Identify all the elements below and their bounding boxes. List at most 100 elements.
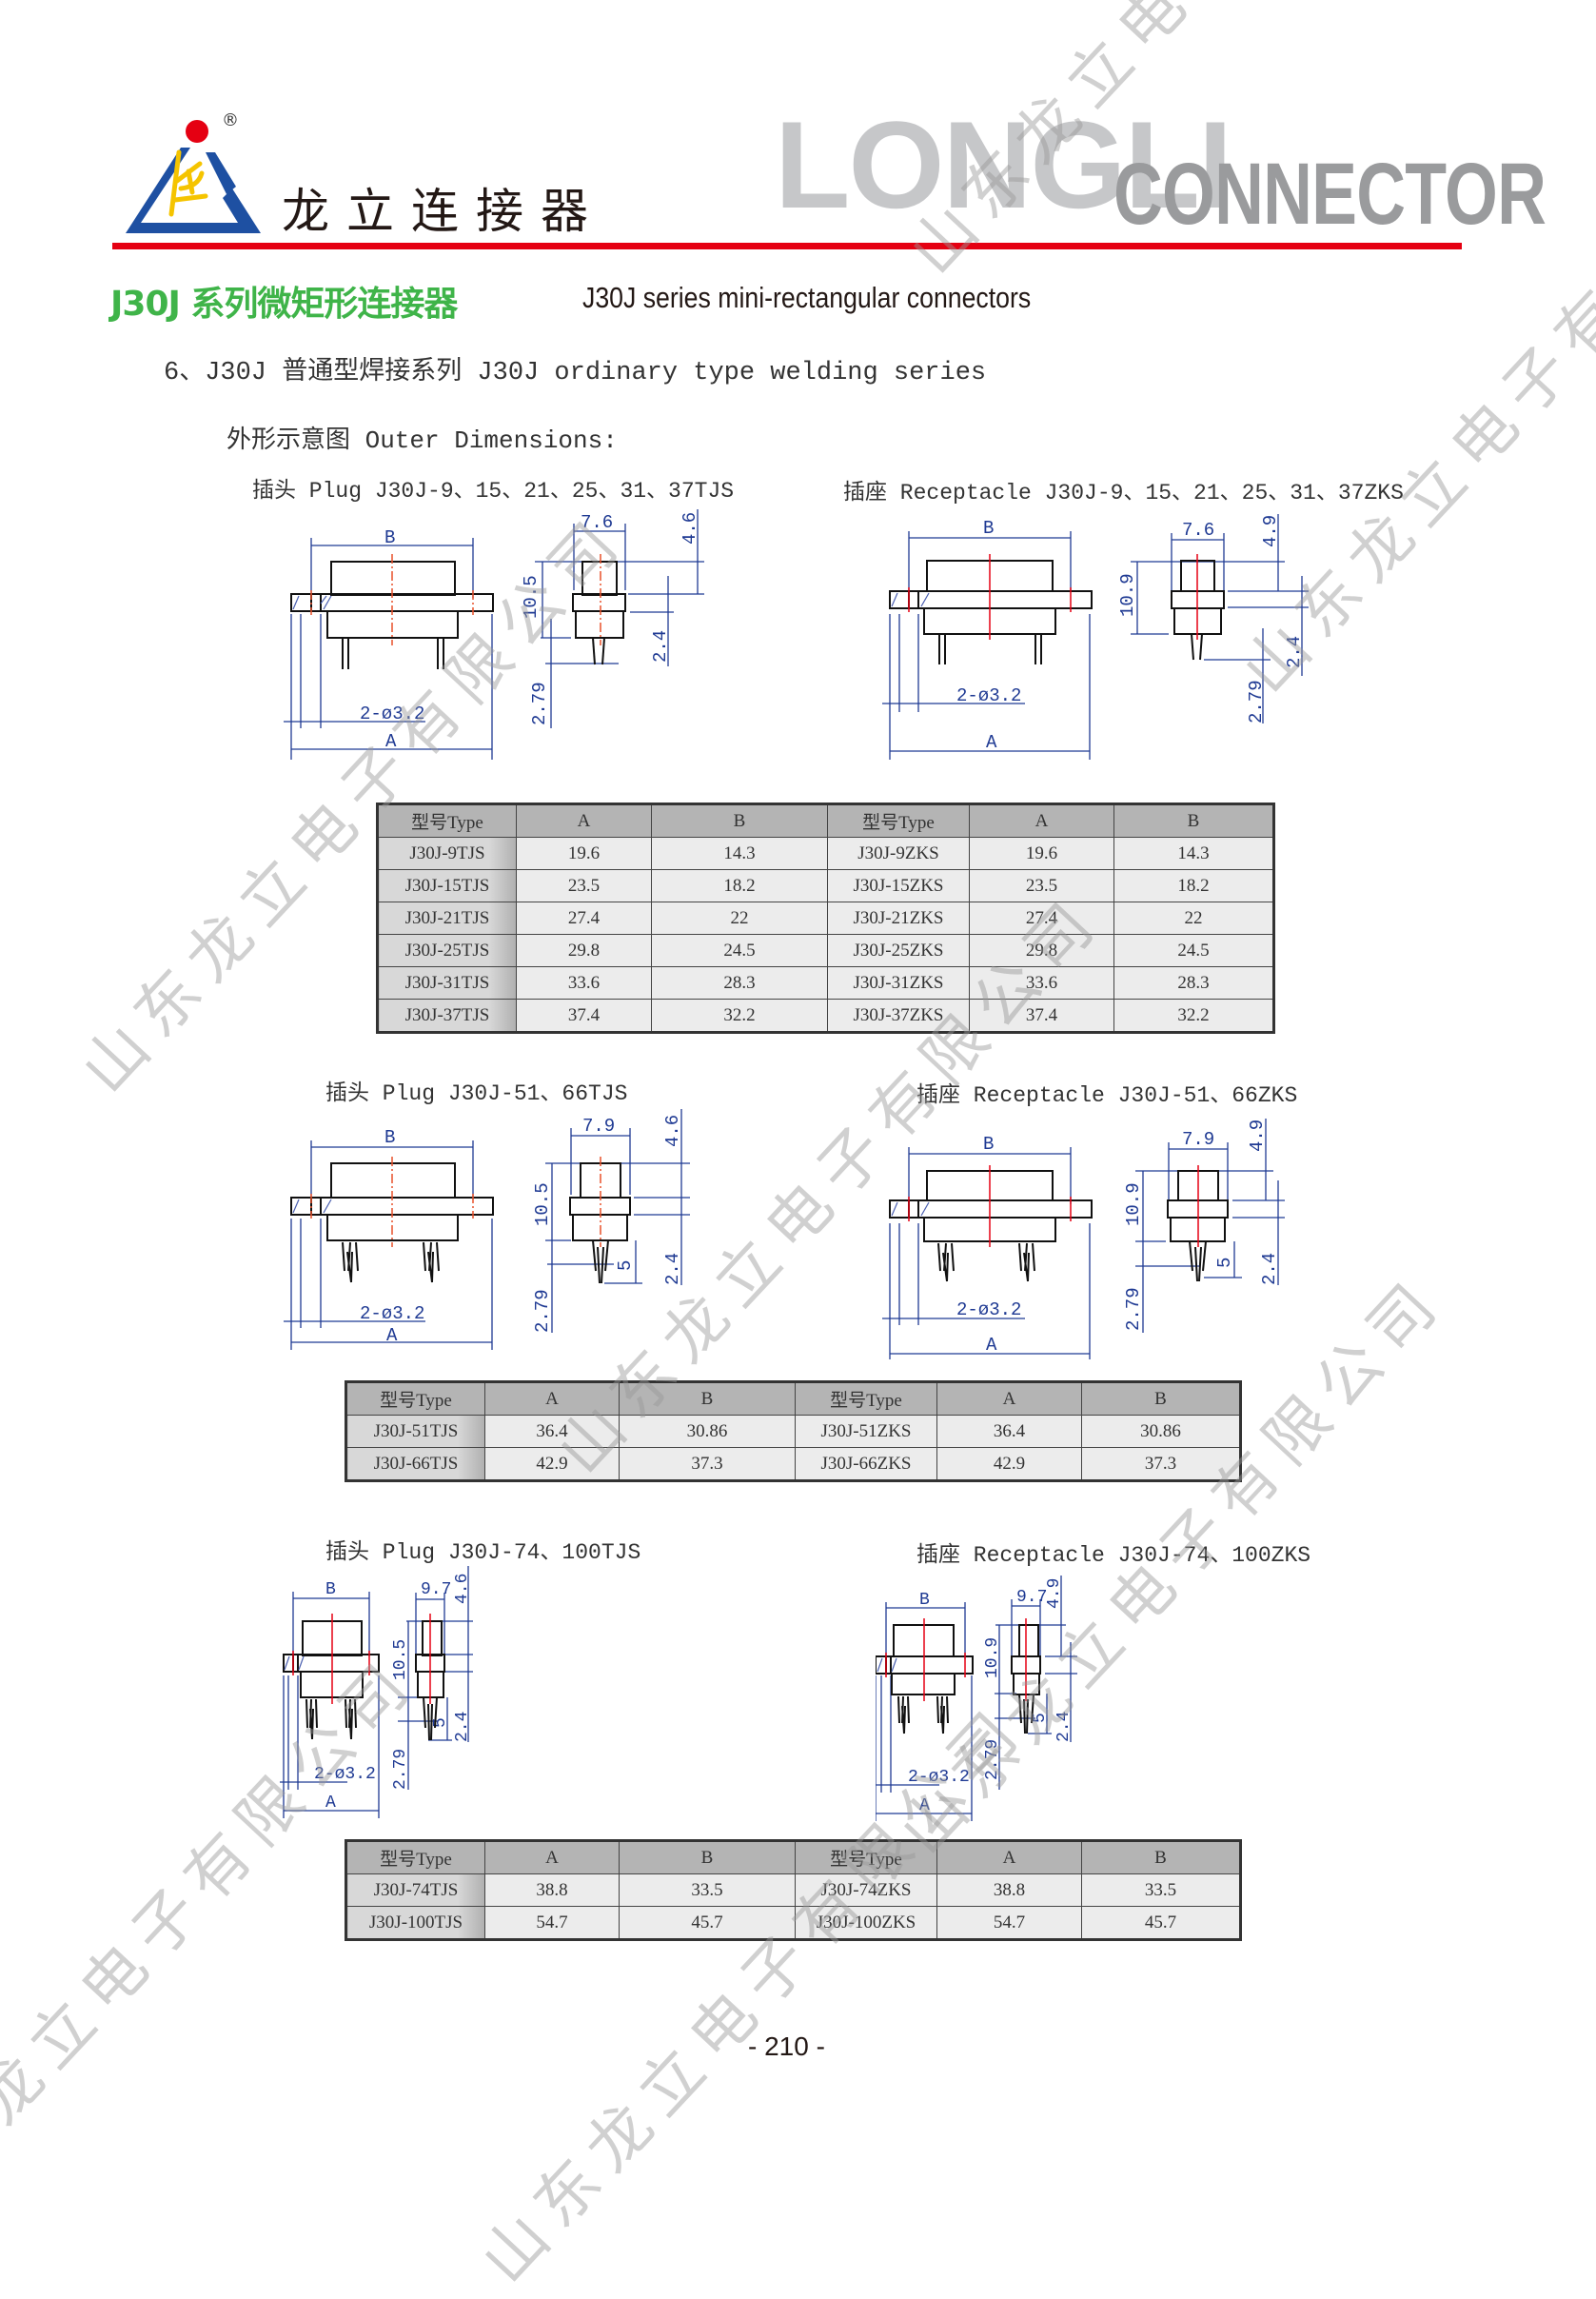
table-header-row: 型号Type A B 型号Type A B xyxy=(345,1381,1241,1416)
cell-a: 27.4 xyxy=(516,902,652,935)
cell-b: 32.2 xyxy=(1113,999,1274,1033)
cell-a: 54.7 xyxy=(936,1906,1082,1940)
section-title: 6、J30J 普通型焊接系列 J30J ordinary type weldin… xyxy=(164,359,987,387)
cell-b: 22 xyxy=(651,902,828,935)
cell-b: 24.5 xyxy=(651,934,828,967)
cell-b: 28.3 xyxy=(651,966,828,1000)
dim-top-label: 4.9 xyxy=(1247,1120,1268,1152)
cell-b: 14.3 xyxy=(1113,837,1274,870)
table-header-row: 型号Type A B 型号Type A B xyxy=(345,1840,1241,1874)
dim-holes-label: 2-ø3.2 xyxy=(314,1765,376,1784)
header-type: 型号Type xyxy=(827,803,970,838)
plug-drawing: B A 2-ø3.2 7.6 4.6 10.5 2.4 2.79 xyxy=(284,509,704,760)
dim-holes-label: 2-ø3.2 xyxy=(360,1303,424,1324)
cell-type: J30J-37ZKS xyxy=(827,999,970,1033)
dim-pin-label: 2.4 xyxy=(1284,636,1305,668)
dim-height-label: 10.5 xyxy=(532,1182,553,1226)
cell-type: J30J-31TJS xyxy=(377,966,517,1000)
receptacle-caption: 插座 Receptacle J30J-9、15、21、25、31、37ZKS xyxy=(843,481,1404,505)
dim-tail-label: 2.79 xyxy=(1246,680,1267,723)
cell-type: J30J-25TJS xyxy=(377,934,517,967)
cell-a: 54.7 xyxy=(484,1906,620,1940)
dim-b-label: B xyxy=(384,527,395,548)
cell-type: J30J-25ZKS xyxy=(827,934,970,967)
cell-type: J30J-74ZKS xyxy=(795,1873,937,1907)
header-a: A xyxy=(516,803,652,838)
cell-a: 42.9 xyxy=(936,1447,1082,1481)
dim-holes-label: 2-ø3.2 xyxy=(908,1768,970,1787)
cell-a: 27.4 xyxy=(969,902,1114,935)
logo-dot-icon xyxy=(186,120,208,143)
series-title-cn: J30J 系列微矩形连接器 xyxy=(110,285,458,324)
dim-holes-label: 2-ø3.2 xyxy=(360,704,424,724)
cell-b: 45.7 xyxy=(619,1906,796,1940)
header-type: 型号Type xyxy=(345,1381,485,1416)
cell-a: 37.4 xyxy=(516,999,652,1033)
receptacle-drawing: B A 2-ø3.2 7.9 4.9 10.9 5 2.4 2.79 xyxy=(882,1119,1285,1359)
header-b: B xyxy=(651,803,828,838)
plug-drawing: B A 2-ø3.2 9.7 4.6 10.5 5 2.4 2.79 xyxy=(280,1566,473,1818)
dim-a-label: A xyxy=(385,731,397,752)
cell-type: J30J-51ZKS xyxy=(795,1415,937,1448)
dim-width-label: 7.9 xyxy=(582,1116,615,1137)
cell-a: 33.6 xyxy=(516,966,652,1000)
dim-pinlen-label: 5 xyxy=(1214,1258,1235,1268)
dim-top-label: 4.6 xyxy=(662,1115,683,1147)
receptacle-drawing: B A 2-ø3.2 9.7 4.9 10.9 5 2.4 2.79 xyxy=(876,1576,1077,1821)
dim-tail-label: 2.79 xyxy=(983,1739,1002,1780)
dim-holes-label: 2-ø3.2 xyxy=(956,1299,1021,1320)
subsection-title: 外形示意图 Outer Dimensions: xyxy=(227,426,618,455)
header-type: 型号Type xyxy=(795,1840,937,1874)
cell-a: 36.4 xyxy=(936,1415,1082,1448)
cell-type: J30J-31ZKS xyxy=(827,966,970,1000)
cell-b: 18.2 xyxy=(1113,869,1274,902)
cell-a: 42.9 xyxy=(484,1447,620,1481)
plug-caption: 插头 Plug J30J-51、66TJS xyxy=(325,1081,628,1106)
header-type: 型号Type xyxy=(795,1381,937,1416)
cell-a: 29.8 xyxy=(969,934,1114,967)
series-title-en: J30J series mini-rectangular connectors xyxy=(582,281,1032,314)
cell-b: 37.3 xyxy=(1081,1447,1241,1481)
cell-b: 37.3 xyxy=(619,1447,796,1481)
dim-height-label: 10.9 xyxy=(1117,573,1138,617)
dim-width-label: 7.9 xyxy=(1182,1129,1214,1150)
cell-type: J30J-100ZKS xyxy=(795,1906,937,1940)
dim-a-label: A xyxy=(919,1796,930,1815)
header-a: A xyxy=(484,1381,620,1416)
dim-a-label: A xyxy=(325,1794,336,1813)
dim-holes-label: 2-ø3.2 xyxy=(956,685,1021,706)
plug-caption: 插头 Plug J30J-9、15、21、25、31、37TJS xyxy=(252,479,735,504)
dim-pin-label: 2.4 xyxy=(1259,1253,1280,1285)
receptacle-drawing: B A 2-ø3.2 7.6 4.9 10.9 2.4 2.79 xyxy=(882,514,1309,760)
cell-b: 30.86 xyxy=(619,1415,796,1448)
cell-b: 14.3 xyxy=(651,837,828,870)
cell-type: J30J-15ZKS xyxy=(827,869,970,902)
header-type: 型号Type xyxy=(377,803,517,838)
dim-pin-label: 2.4 xyxy=(453,1712,472,1742)
cell-type: J30J-9ZKS xyxy=(827,837,970,870)
dim-top-label: 4.9 xyxy=(1045,1578,1064,1609)
cell-type: J30J-21ZKS xyxy=(827,902,970,935)
dim-b-label: B xyxy=(919,1591,930,1610)
cell-b: 32.2 xyxy=(651,999,828,1033)
cell-type: J30J-66ZKS xyxy=(795,1447,937,1481)
header-b: B xyxy=(1081,1840,1241,1874)
dim-pin-label: 2.4 xyxy=(662,1253,683,1285)
dim-pinlen-label: 5 xyxy=(1031,1713,1050,1723)
dim-tail-label: 2.79 xyxy=(391,1749,410,1790)
cell-b: 22 xyxy=(1113,902,1274,935)
dim-a-label: A xyxy=(986,1335,997,1356)
cell-a: 23.5 xyxy=(516,869,652,902)
header-a: A xyxy=(936,1381,1082,1416)
header-rule xyxy=(112,243,1462,249)
dim-width-label: 9.7 xyxy=(421,1580,451,1599)
dim-a-label: A xyxy=(986,732,997,753)
header-type: 型号Type xyxy=(345,1840,485,1874)
dim-pinlen-label: 5 xyxy=(431,1717,450,1728)
